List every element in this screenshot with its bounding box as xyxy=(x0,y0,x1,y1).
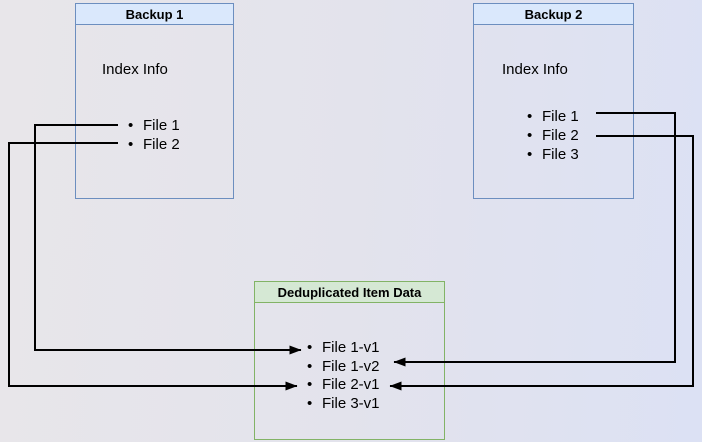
backup2-index-info-label: Index Info xyxy=(502,61,568,78)
backup2-title: Backup 2 xyxy=(524,6,583,22)
dedup-item: File 1-v2 xyxy=(307,358,379,377)
backup2-file-list: File 1 File 2 File 3 xyxy=(527,107,579,164)
dedup-item: File 2-v1 xyxy=(307,376,379,395)
backup2-file-item: File 2 xyxy=(527,126,579,145)
backup1-file-list: File 1 File 2 xyxy=(128,116,180,154)
backup1-title: Backup 1 xyxy=(125,6,184,22)
backup1-box: Backup 1 Index Info File 1 File 2 xyxy=(75,3,234,199)
dedup-header: Deduplicated Item Data xyxy=(255,282,444,303)
backup2-file-item: File 3 xyxy=(527,145,579,164)
backup1-index-info-label: Index Info xyxy=(102,61,168,78)
backup1-header: Backup 1 xyxy=(76,4,233,25)
dedup-box: Deduplicated Item Data File 1-v1 File 1-… xyxy=(254,281,445,440)
dedup-item-list: File 1-v1 File 1-v2 File 2-v1 File 3-v1 xyxy=(307,339,379,414)
backup2-box: Backup 2 Index Info File 1 File 2 File 3 xyxy=(473,3,634,199)
dedup-item: File 1-v1 xyxy=(307,339,379,358)
dedup-title: Deduplicated Item Data xyxy=(277,284,422,300)
backup1-file-item: File 2 xyxy=(128,135,180,154)
backup2-header: Backup 2 xyxy=(474,4,633,25)
backup1-file-item: File 1 xyxy=(128,116,180,135)
backup2-file-item: File 1 xyxy=(527,107,579,126)
dedup-item: File 3-v1 xyxy=(307,395,379,414)
